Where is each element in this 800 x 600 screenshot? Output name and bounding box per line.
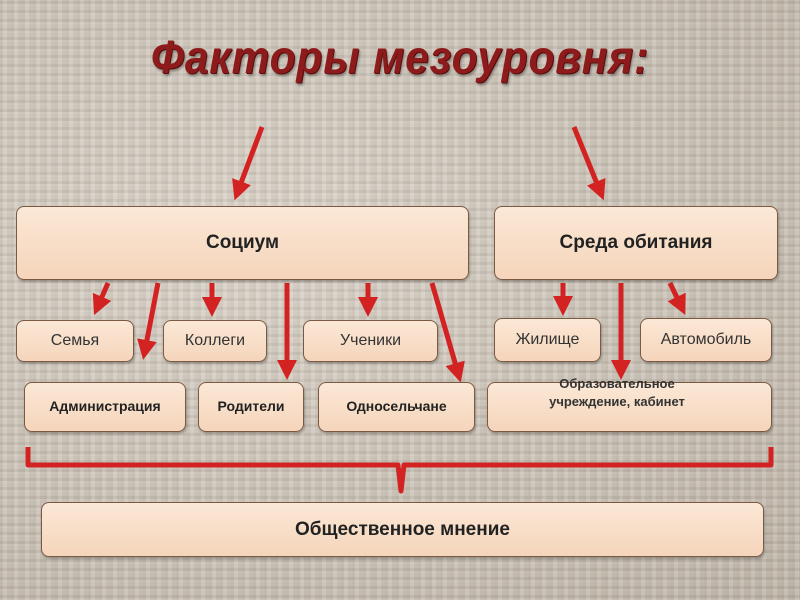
arrow-title-to-sreda	[571, 126, 606, 201]
node-avtomobil-label: Автомобиль	[660, 331, 752, 348]
node-odnoselchane-label: Односельчане	[346, 398, 447, 415]
node-ucheniki-label: Ученики	[339, 332, 402, 349]
grouping-brace	[25, 447, 774, 494]
node-socium-label: Социум	[205, 232, 280, 254]
node-obrazovatelnoe-label: Образовательное учреждение, кабинет	[549, 376, 685, 409]
node-zhilishche-label: Жилище	[515, 331, 580, 348]
node-obrazovatelnoe: Образовательное учреждение, кабинет	[487, 376, 772, 432]
arrow-socium-to-semya	[92, 282, 112, 316]
diagram-title: Факторы мезоуровня:	[150, 31, 650, 83]
node-mnenie-label: Общественное мнение	[295, 518, 510, 540]
arrow-socium-to-odnoselchane	[429, 282, 465, 383]
node-sreda: Среда обитания	[494, 206, 778, 280]
node-roditeli-label: Родители	[217, 398, 285, 415]
node-semya: Семья	[16, 320, 134, 362]
arrow-sreda-to-avtomobil	[667, 281, 686, 316]
node-mnenie: Общественное мнение	[41, 502, 764, 557]
node-socium: Социум	[16, 206, 469, 280]
node-administraciya: Администрация	[24, 382, 186, 432]
node-roditeli: Родители	[198, 382, 304, 432]
node-administraciya-label: Администрация	[49, 398, 161, 415]
arrow-title-to-socium	[232, 126, 265, 201]
node-odnoselchane: Односельчане	[318, 382, 475, 432]
node-ucheniki: Ученики	[303, 320, 438, 362]
node-kollegi-label: Коллеги	[184, 332, 246, 349]
node-avtomobil: Автомобиль	[640, 318, 772, 362]
node-kollegi: Коллеги	[163, 320, 267, 362]
arrow-socium-to-administraciya	[137, 282, 161, 360]
node-zhilishche: Жилище	[494, 318, 601, 362]
node-semya-label: Семья	[50, 332, 100, 349]
node-sreda-label: Среда обитания	[559, 232, 713, 254]
